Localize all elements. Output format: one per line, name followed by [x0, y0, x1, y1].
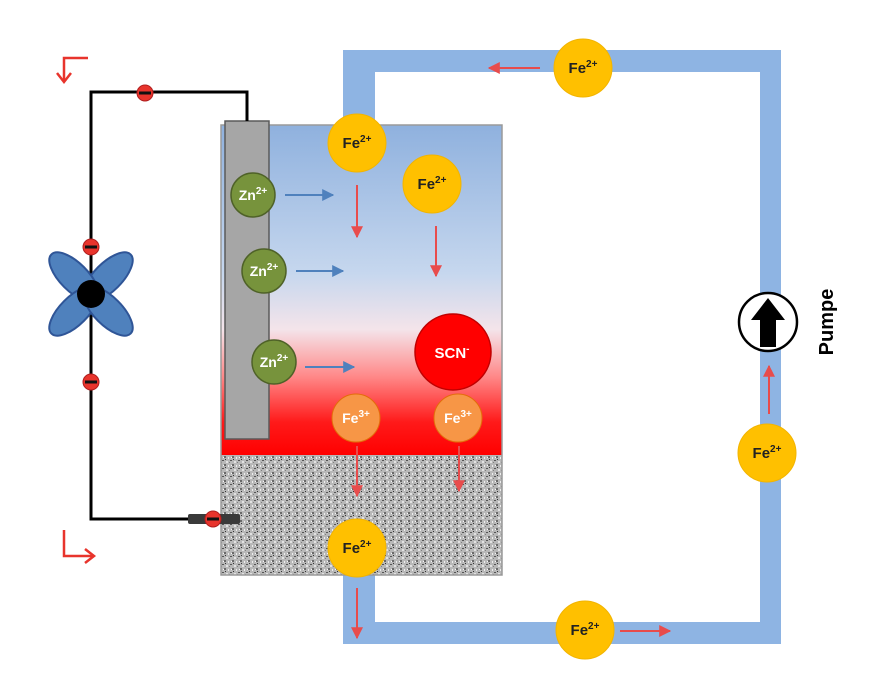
ion-zn2-2: Zn2+	[241, 248, 287, 294]
svg-text:Fe2+: Fe2+	[571, 621, 600, 639]
ion-fe2-tank-1: Fe2+	[327, 113, 387, 173]
corner-arrow-icon	[56, 56, 88, 85]
electron-icon	[82, 238, 100, 256]
ions: Fe2+ Fe2+ Fe2+ Fe2+ Fe2+ Fe2+ Z	[230, 38, 797, 660]
svg-text:Zn2+: Zn2+	[260, 353, 289, 370]
svg-text:Zn2+: Zn2+	[250, 262, 279, 279]
ion-fe3-1: Fe3+	[331, 393, 381, 443]
ion-scn: SCN-	[414, 313, 492, 391]
corner-arrow-icon	[62, 530, 97, 564]
svg-text:Zn2+: Zn2+	[239, 186, 268, 203]
ion-fe2-pipe-bottom: Fe2+	[555, 600, 615, 660]
svg-text:SCN-: SCN-	[434, 344, 469, 362]
svg-text:Fe2+: Fe2+	[418, 175, 447, 193]
ion-fe2-pipe-right: Fe2+	[737, 423, 797, 483]
pipe-left-bottom	[343, 570, 375, 644]
svg-text:Fe2+: Fe2+	[343, 134, 372, 152]
electron-icon	[204, 510, 222, 528]
ion-fe2-pipe-top: Fe2+	[553, 38, 613, 98]
ion-zn2-1: Zn2+	[230, 172, 276, 218]
ion-fe2-tank-2: Fe2+	[402, 154, 462, 214]
svg-text:Fe3+: Fe3+	[444, 409, 472, 426]
ion-fe3-2: Fe3+	[433, 393, 483, 443]
svg-text:Fe3+: Fe3+	[342, 409, 370, 426]
pump-icon	[737, 291, 799, 353]
electron-icon	[136, 84, 154, 102]
electron-icon	[82, 373, 100, 391]
electrons	[82, 84, 222, 528]
pipe-loop	[343, 50, 781, 644]
svg-text:Fe2+: Fe2+	[343, 539, 372, 557]
svg-text:Fe2+: Fe2+	[569, 59, 598, 77]
svg-text:Fe2+: Fe2+	[753, 444, 782, 462]
wire	[89, 90, 249, 521]
pump-label: Pumpe	[816, 289, 838, 356]
ion-fe2-tank-exit: Fe2+	[327, 518, 387, 578]
fan-icon	[48, 251, 134, 337]
ion-flow-arrows	[285, 62, 775, 640]
ion-zn2-3: Zn2+	[251, 339, 297, 385]
